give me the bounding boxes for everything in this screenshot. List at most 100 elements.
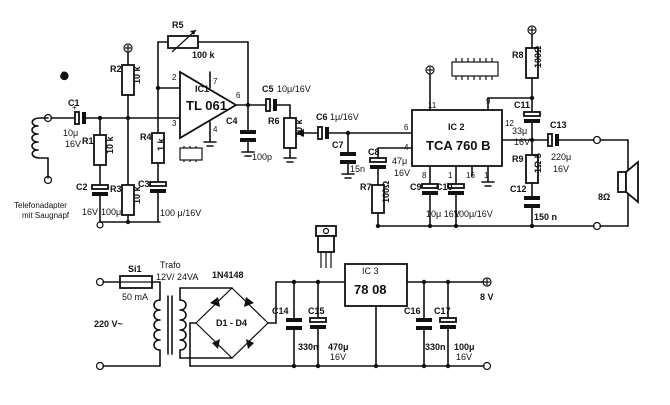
c2-value1: 100μ: [101, 207, 121, 217]
telephone-pickup-coil: [31, 113, 53, 185]
c12-value: 150 n: [534, 212, 557, 222]
ic1-pin3: 3: [172, 119, 177, 128]
r5-ref: R5: [172, 20, 184, 30]
r2-value: 10 k: [132, 65, 142, 84]
stray-mark: [60, 71, 69, 81]
capacitor-c12: [524, 196, 540, 208]
c5-ref: C5: [262, 84, 274, 94]
regulator-package-icon: [315, 225, 337, 268]
c8-ref: C8: [368, 147, 380, 157]
ic2-pin11: 11: [428, 101, 437, 110]
capacitor-c11: [523, 111, 541, 123]
r9-ref: R9: [512, 154, 524, 164]
c3-ref: C3: [138, 179, 150, 189]
transformer-icon: [153, 295, 187, 355]
bridge-type: 1N4148: [212, 270, 244, 280]
c15-value2: 16V: [330, 352, 346, 362]
capacitor-c2: [91, 184, 109, 196]
c1-ref: C1: [68, 98, 80, 108]
ic2-pin1: 1: [448, 171, 453, 180]
c8-value2: 16V: [394, 168, 410, 178]
c6-ref: C6: [316, 112, 328, 122]
c17-value1: 100μ: [454, 342, 475, 352]
speaker-value: 8Ω: [598, 192, 610, 202]
fuse-si1: [119, 275, 153, 289]
c10-value: 100μ/16V: [454, 209, 493, 219]
c3-value: 100 μ/16V: [160, 208, 201, 218]
c1-value1: 10μ: [63, 128, 78, 138]
capacitor-c14: [286, 318, 302, 330]
c10-ref: C10: [436, 182, 453, 192]
chip-sketch-icon: [179, 146, 203, 162]
c14-ref: C14: [272, 306, 289, 316]
c15-value1: 470μ: [328, 342, 349, 352]
adapter-label-line2: mit Saugnapf: [22, 211, 70, 220]
r4-value: 1 k: [156, 137, 166, 151]
c1-value2: 16V: [65, 139, 81, 149]
opamp-ic1: [179, 70, 238, 140]
r8-value: 100Ω: [533, 46, 543, 68]
c12-ref: C12: [510, 184, 527, 194]
capacitor-c4: [240, 130, 256, 142]
c4-value: 100p: [252, 152, 272, 162]
capacitor-c7: [340, 152, 356, 164]
c11-value2: 16V: [514, 137, 530, 147]
c11-value1: 33μ: [512, 126, 527, 136]
ic2-pin6: 6: [404, 123, 409, 132]
r5-value: 100 k: [192, 50, 216, 60]
bridge-ref: D1 - D4: [216, 318, 247, 328]
capacitor-c16: [416, 318, 432, 330]
c2-ref: C2: [76, 182, 88, 192]
loudspeaker-icon: [617, 160, 639, 204]
si1-value: 50 mA: [122, 292, 148, 302]
c14-value: 330n: [298, 342, 319, 352]
ic3-ref: IC 3: [362, 266, 379, 276]
ic2-pin12: 12: [505, 119, 514, 128]
si1-ref: Si1: [128, 264, 142, 274]
c5-value: 10μ/16V: [277, 84, 311, 94]
c11-ref: C11: [514, 100, 530, 110]
ic2-pin1b: 1: [484, 171, 489, 180]
r1-ref: R1: [82, 136, 94, 146]
r6-ref: R6: [268, 116, 280, 126]
ic2-pin16: 16: [466, 171, 475, 180]
ic2-pin8: 8: [422, 171, 427, 180]
out-voltage-label: 8 V: [480, 292, 494, 302]
c13-ref: C13: [550, 120, 567, 130]
c6-value: 1μ/16V: [330, 112, 359, 122]
c2-value2: 16V: [82, 207, 98, 217]
capacitor-c17: [439, 317, 457, 329]
r8-ref: R8: [512, 50, 524, 60]
ic1-name: TL 061: [186, 98, 227, 113]
trafo-ref: Trafo: [160, 260, 181, 270]
c7-value: 15n: [350, 164, 365, 174]
capacitor-c3: [149, 181, 167, 193]
mains-label: 220 V~: [94, 319, 123, 329]
capacitor-c6: [317, 126, 329, 140]
capacitor-c13: [547, 133, 559, 147]
r3-value: 10 k: [132, 185, 142, 204]
ic2-box: [411, 109, 503, 167]
r4-ref: R4: [140, 132, 152, 142]
ic2-name: TCA 760 B: [426, 138, 491, 153]
c9-ref: C9: [410, 182, 422, 192]
c15-ref: C15: [308, 306, 325, 316]
ic2-ref: IC 2: [448, 122, 465, 132]
r3-ref: R3: [110, 184, 122, 194]
c17-value2: 16V: [456, 352, 472, 362]
c16-value: 330n: [425, 342, 446, 352]
ic1-pin2: 2: [172, 73, 177, 82]
ic-package-icon: [451, 58, 499, 80]
c4-ref: C4: [226, 116, 238, 126]
ic1-pin4: 4: [213, 125, 218, 134]
ic1-ref: IC1: [195, 84, 209, 94]
ic1-pin6: 6: [236, 91, 241, 100]
r9-value: 1Ω 5: [533, 153, 543, 173]
ic1-pin7: 7: [213, 77, 218, 86]
c8-value1: 47μ: [392, 156, 407, 166]
trafo-value: 12V/ 24VA: [156, 272, 198, 282]
capacitor-c5: [265, 98, 277, 112]
r1-value: 10 k: [105, 135, 115, 154]
c16-ref: C16: [404, 306, 421, 316]
